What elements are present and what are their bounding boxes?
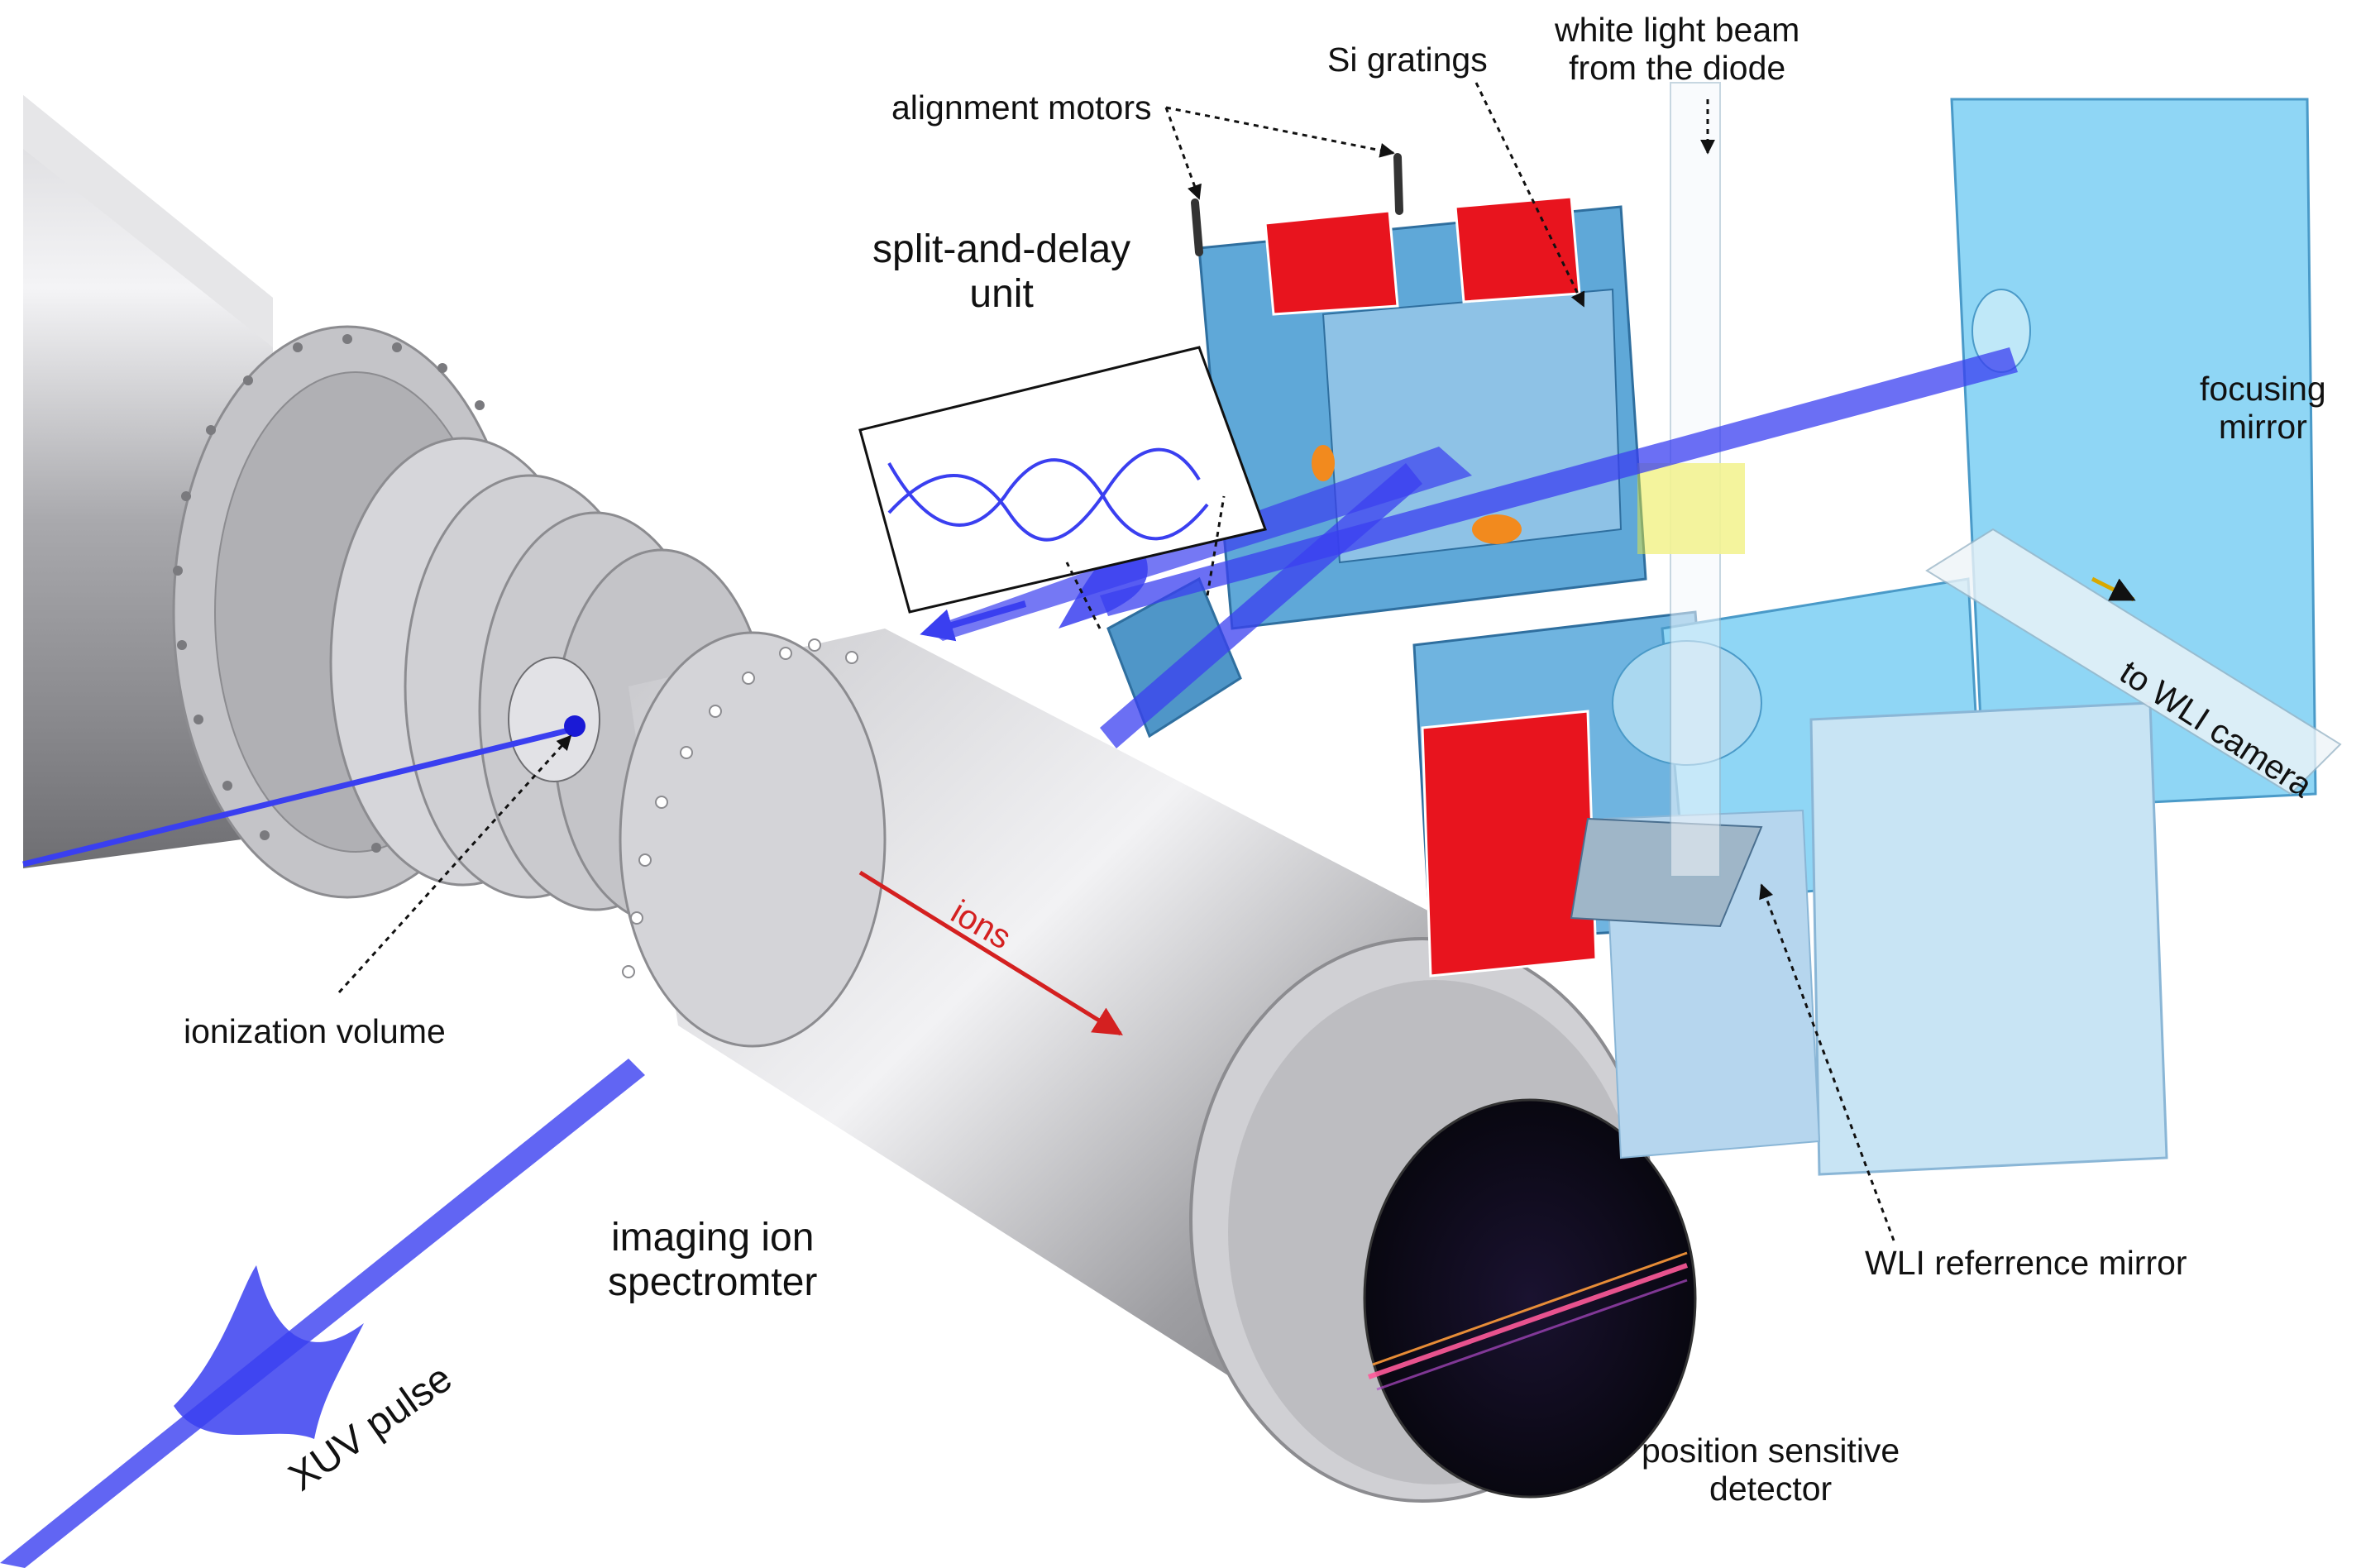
- ions-arrow: [858, 870, 1123, 1036]
- wli-stage: [1809, 701, 2168, 1176]
- outgoing-beam-left: [22, 724, 580, 868]
- incoming-xuv-beam: [0, 1059, 645, 1568]
- imaging-ion-spectrometer: [619, 629, 1697, 1503]
- piezo-block-1: [1264, 209, 1399, 316]
- ionization-point: [564, 715, 585, 737]
- alignment-motors: [1191, 153, 1403, 256]
- xuv-pulse-envelope: [174, 1265, 364, 1439]
- piezo-stage: [1421, 710, 1598, 978]
- label-alignment-motors: alignment motors: [891, 88, 1152, 127]
- label-imaging-ion-spectrometer: imaging ion spectromter: [608, 1216, 818, 1304]
- wli-camera-beam: [1925, 528, 2342, 796]
- label-position-sensitive-detector: position sensitive detector: [1642, 1432, 1900, 1508]
- white-light-beam: [1637, 82, 1745, 877]
- label-focusing-mirror: focusing mirror: [2200, 370, 2326, 446]
- label-white-light-beam: white light beam from the diode: [1555, 11, 1800, 87]
- label-wli-reference-mirror: WLI referrence mirror: [1865, 1244, 2187, 1282]
- beam-split-upper: [1100, 347, 2018, 616]
- label-si-gratings: Si gratings: [1327, 41, 1488, 79]
- leader-lines: [337, 82, 1895, 1241]
- spectrometer-front-flange: [619, 631, 887, 1048]
- spectrometer-bolt-holes: [622, 638, 858, 978]
- label-ionization-volume: ionization volume: [184, 1012, 446, 1050]
- beamsplitter-cube: [1637, 463, 1745, 554]
- label-split-and-delay-unit: split-and-delay unit: [872, 227, 1131, 316]
- wave-inset: [858, 346, 1267, 614]
- piezo-block-2: [1454, 195, 1581, 304]
- position-sensitive-detector: [1363, 1098, 1697, 1499]
- detector-fringe: [1368, 1263, 1688, 1379]
